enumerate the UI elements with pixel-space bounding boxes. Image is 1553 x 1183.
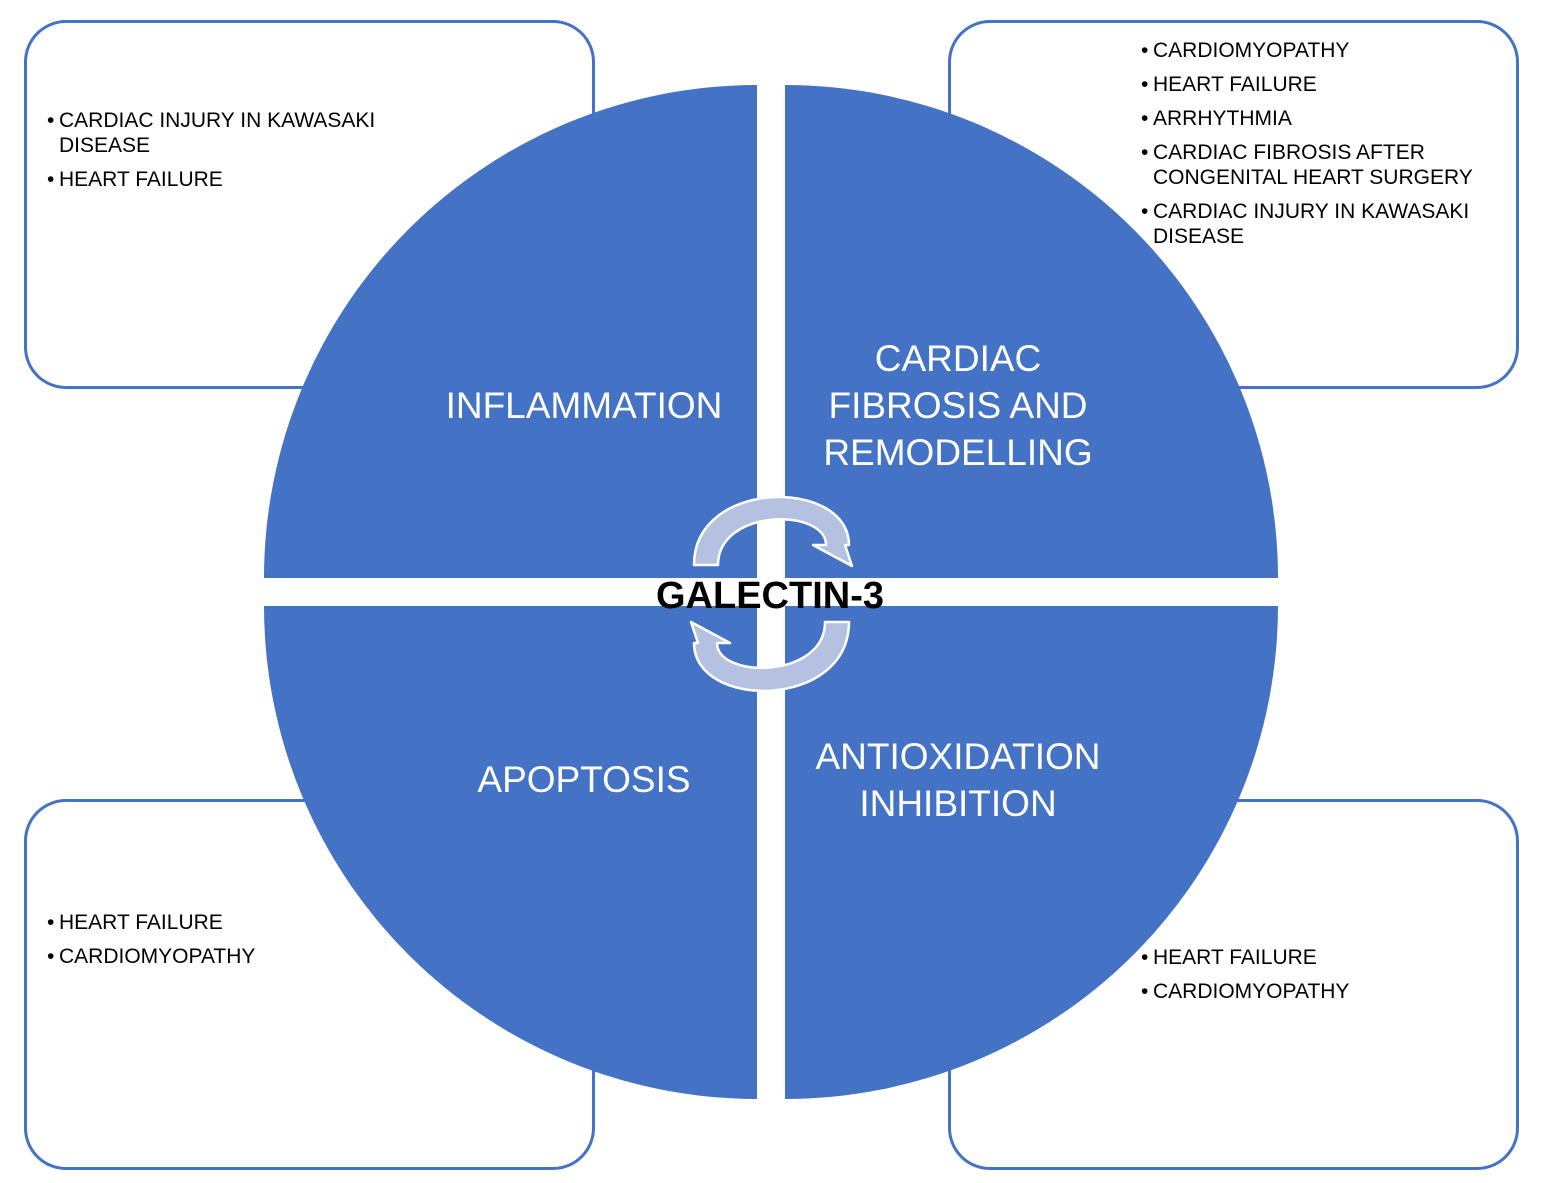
- list-item: HEART FAILURE: [47, 910, 407, 935]
- list-item: ARRHYTHMIA: [1141, 106, 1501, 131]
- quadrant-apoptosis: [264, 606, 757, 1099]
- apoptosis-label: APOPTOSIS: [477, 759, 691, 800]
- top-right-list: CARDIOMYOPATHY HEART FAILURE ARRHYTHMIA …: [1141, 38, 1501, 258]
- antioxidation-label: ANTIOXIDATION INHIBITION: [815, 736, 1101, 824]
- bottom-left-list: HEART FAILURE CARDIOMYOPATHY: [47, 910, 407, 978]
- list-item: HEART FAILURE: [1141, 945, 1501, 970]
- center-title: GALECTIN-3: [656, 575, 884, 617]
- list-item: CARDIOMYOPATHY: [1141, 38, 1501, 63]
- inflammation-label: INFLAMMATION: [445, 385, 723, 426]
- fibrosis-label: CARDIAC FIBROSIS AND REMODELLING: [823, 338, 1093, 473]
- top-left-list: CARDIAC INJURY IN KAWASAKI DISEASE HEART…: [47, 108, 407, 201]
- bottom-right-list: HEART FAILURE CARDIOMYOPATHY: [1141, 945, 1501, 1013]
- list-item: CARDIAC FIBROSIS AFTER CONGENITAL HEART …: [1141, 140, 1501, 190]
- quadrant-antioxidation: [785, 606, 1278, 1099]
- list-item: CARDIAC INJURY IN KAWASAKI DISEASE: [1141, 199, 1501, 249]
- list-item: HEART FAILURE: [47, 167, 407, 192]
- list-item: CARDIAC INJURY IN KAWASAKI DISEASE: [47, 108, 407, 158]
- list-item: CARDIOMYOPATHY: [1141, 979, 1501, 1004]
- quadrant-fibrosis: [785, 85, 1278, 578]
- list-item: HEART FAILURE: [1141, 72, 1501, 97]
- circular-arrows-icon: [689, 495, 854, 693]
- list-item: CARDIOMYOPATHY: [47, 944, 407, 969]
- quadrant-inflammation: [264, 85, 757, 578]
